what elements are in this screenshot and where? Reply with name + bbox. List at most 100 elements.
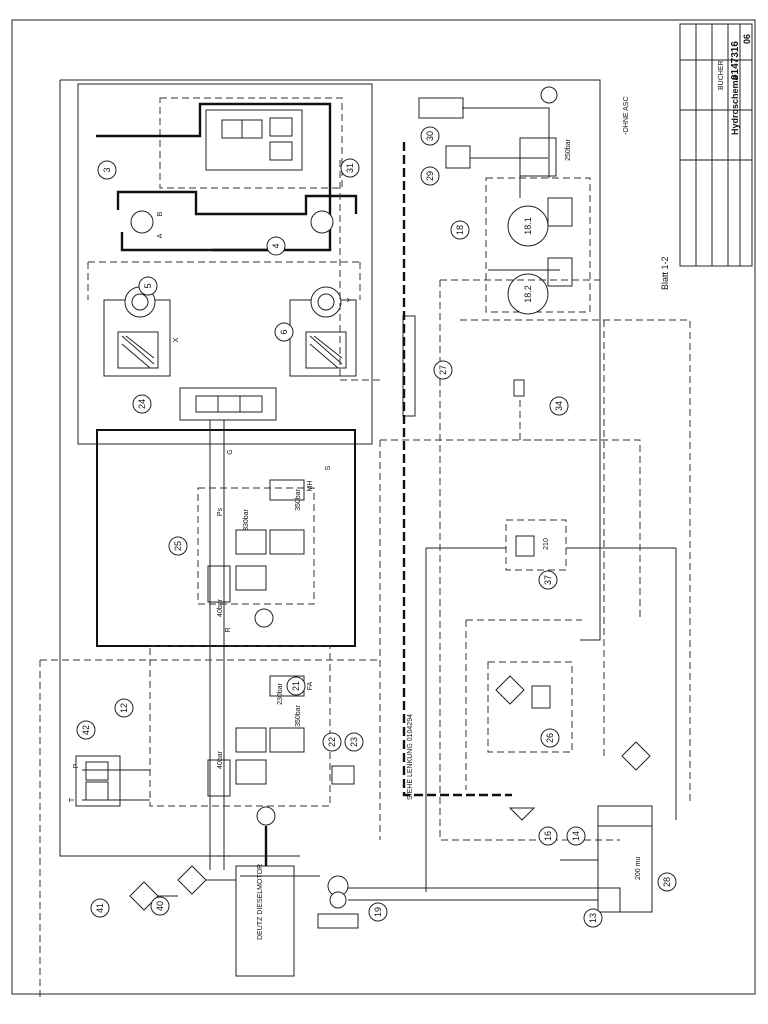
component-22: 22 — [322, 732, 342, 752]
hydro-motor-right — [310, 210, 334, 234]
component-label: 19 — [373, 907, 383, 917]
component-30: 30 — [420, 126, 440, 146]
option-note: -OHNE ASC — [623, 96, 630, 135]
valve-setting-v6: 40bar — [217, 750, 224, 769]
port-t: T — [69, 797, 76, 802]
component-label: 25 — [173, 541, 183, 551]
component-4: 4 — [266, 236, 286, 256]
company-name: BUCHER — [718, 60, 725, 90]
valve-setting-v7: 210 — [543, 538, 550, 550]
component-label: 41 — [95, 903, 105, 913]
component-label: 29 — [425, 171, 435, 181]
component-18: 18 — [450, 220, 470, 240]
high-pressure-loop-b — [116, 190, 358, 216]
valve-setting-v3: 40bar — [217, 598, 224, 617]
component-19: 19 — [368, 902, 388, 922]
component-label: 13 — [588, 913, 598, 923]
component-label: 24 — [137, 399, 147, 409]
component-34: 34 — [549, 396, 569, 416]
brake-valve-block — [179, 387, 277, 421]
component-label: 40 — [155, 901, 165, 911]
drive-unit-frame — [77, 83, 373, 445]
sheet-label: Blatt 1-2 — [660, 256, 670, 290]
main-pump-symbol — [254, 608, 274, 628]
pilot-line-a — [39, 439, 560, 1000]
component-29: 29 — [420, 166, 440, 186]
pressure-valve-frame — [505, 519, 567, 571]
work-hydraulic-frame — [485, 177, 591, 313]
valve-setting-v5: 350bar — [295, 704, 302, 726]
component-label: 3 — [102, 167, 112, 172]
component-18-2: 18.2 — [523, 285, 533, 303]
component-label: 16 — [543, 831, 553, 841]
solenoid-valve-22 — [331, 765, 355, 785]
component-label: 26 — [545, 733, 555, 743]
component-31: 31 — [340, 158, 360, 178]
component-label: 18.1 — [523, 217, 533, 235]
return-filter — [621, 741, 651, 771]
pressure-filter-frame — [487, 661, 573, 753]
component-40: 40 — [150, 896, 170, 916]
port-s: S — [325, 465, 332, 470]
title-block: BUCHER Hydroschema 0147316 06 Blatt 1-2 — [660, 23, 753, 290]
port-ps: Ps — [217, 507, 224, 516]
component-28: 28 — [657, 872, 677, 892]
component-21: 21 — [286, 676, 306, 696]
main-pump-frame — [96, 429, 356, 647]
component-label: 14 — [571, 831, 581, 841]
pump-31 — [540, 86, 558, 104]
hydro-motor-left — [130, 210, 154, 234]
component-label: 4 — [271, 243, 281, 248]
component-label: 5 — [143, 283, 153, 288]
port-g: G — [227, 449, 234, 454]
component-18-1: 18.1 — [523, 217, 533, 235]
port-r: R — [225, 627, 232, 632]
sheet-title: Hydroschema — [730, 74, 740, 135]
cylinder-30 — [418, 97, 464, 119]
port-a: A — [157, 233, 164, 238]
component-26: 26 — [540, 728, 560, 748]
component-label: 23 — [349, 737, 359, 747]
component-label: 27 — [438, 365, 448, 375]
hydraulic-tank — [597, 805, 653, 913]
component-label: 18.2 — [523, 285, 533, 303]
engine-label: DEUTZ DIESELMOTOR — [257, 864, 264, 940]
component-label: 18 — [455, 225, 465, 235]
component-24: 24 — [132, 394, 152, 414]
component-42: 42 — [76, 720, 96, 740]
component-37: 37 — [538, 570, 558, 590]
component-23: 23 — [344, 732, 364, 752]
valve-29 — [445, 145, 471, 169]
control-valve-box — [159, 97, 343, 189]
component-27: 27 — [433, 360, 453, 380]
component-13: 13 — [583, 908, 603, 928]
sensor-34 — [513, 379, 525, 397]
component-16: 16 — [538, 826, 558, 846]
component-label: 42 — [81, 725, 91, 735]
valve-setting-labels: 330bar350bar40bar230bar350bar40bar210250… — [217, 138, 572, 769]
charge-pump-frame — [149, 645, 331, 807]
port-x: X — [173, 337, 180, 342]
component-label: 21 — [291, 681, 301, 691]
sheet-border — [11, 19, 756, 995]
component-label: 37 — [543, 575, 553, 585]
port-p: P — [73, 763, 80, 768]
valve-setting-v8: 250bar — [565, 138, 572, 160]
valve-block-42 — [75, 755, 121, 807]
component-label: 34 — [554, 401, 564, 411]
component-label: 22 — [327, 737, 337, 747]
tank-volume: 200 mu — [635, 857, 642, 880]
component-14: 14 — [566, 826, 586, 846]
component-6: 6 — [274, 322, 294, 342]
charge-pump-symbol — [256, 806, 276, 826]
high-pressure-loop-a — [96, 102, 332, 252]
main-return-line — [59, 79, 601, 857]
steering-pressure-line — [402, 142, 512, 797]
component-5: 5 — [138, 276, 158, 296]
filter-40 — [177, 865, 207, 895]
component-label: 28 — [662, 877, 672, 887]
sheet-index: 06 — [742, 34, 752, 44]
